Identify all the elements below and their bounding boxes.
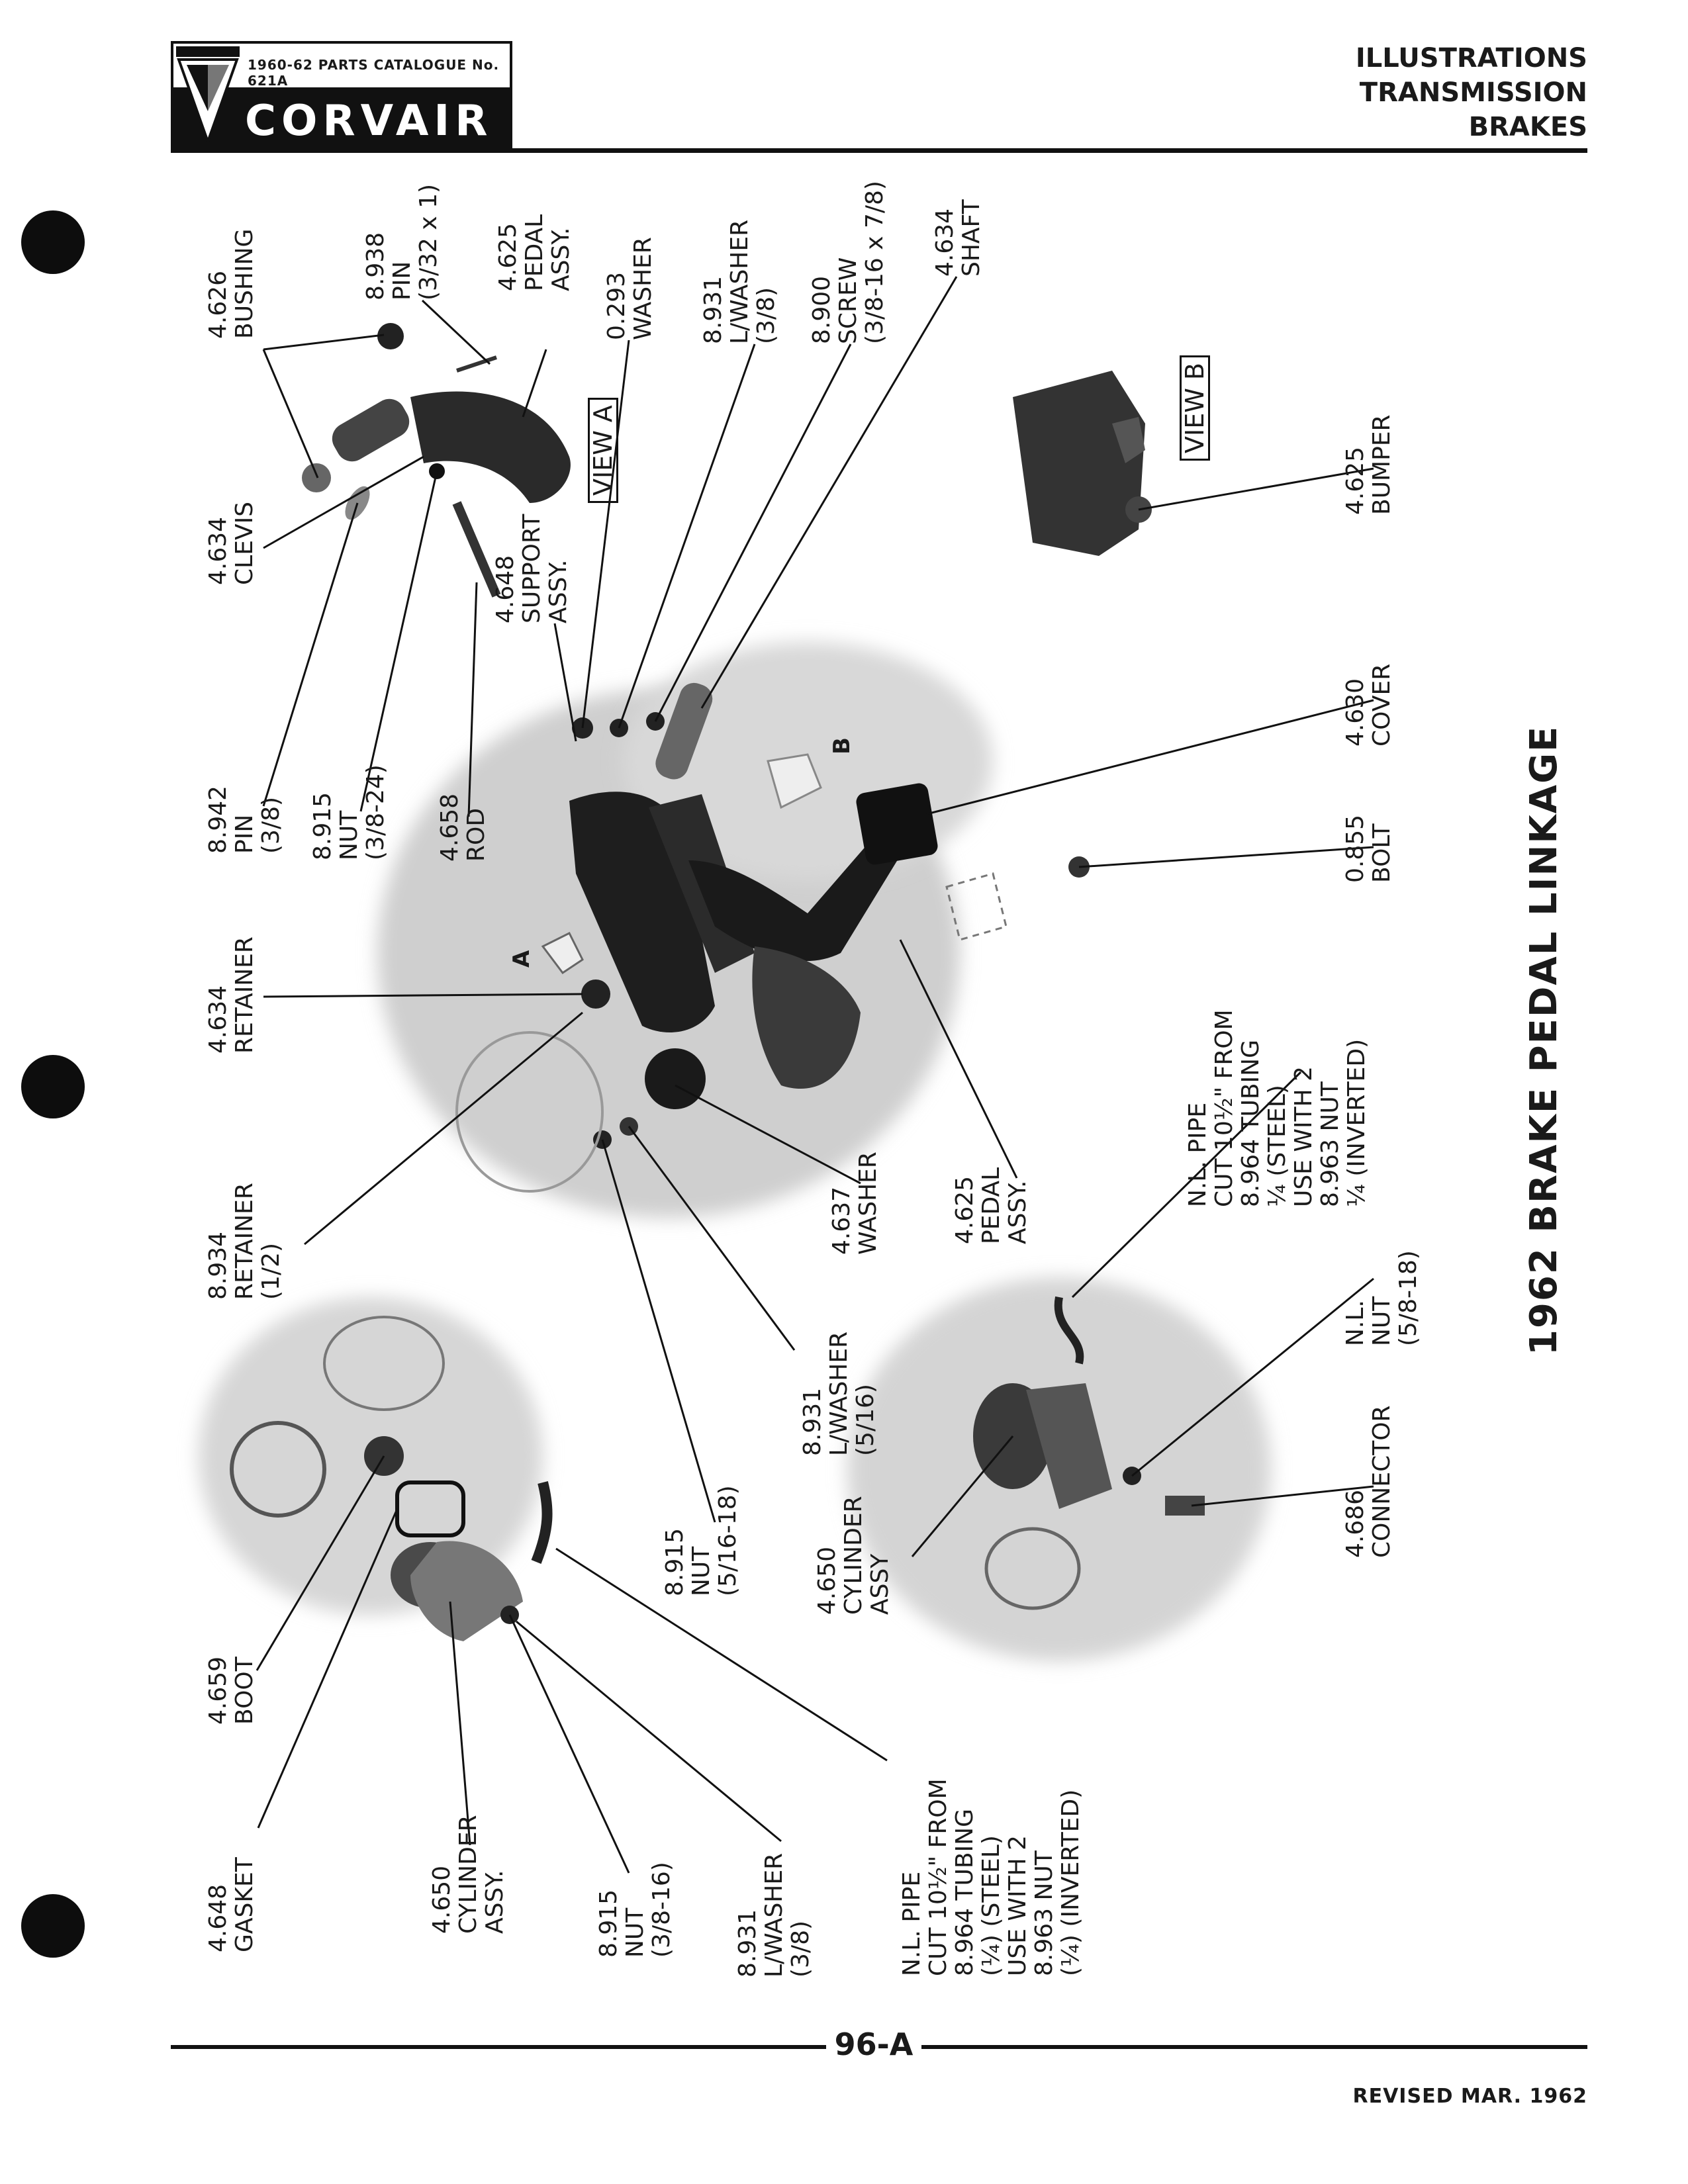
callout-gasket: 4.648 GASKET	[205, 1857, 258, 1952]
header-rule	[171, 148, 1587, 153]
callout-pedal-assy-upper: 4.625 PEDAL ASSY.	[494, 214, 575, 291]
arrow-b-label: B	[829, 737, 855, 754]
arrow-a-label: A	[508, 950, 535, 968]
callout-connector: 4.686 CONNECTOR	[1342, 1405, 1395, 1558]
pedal-view-a-drawing	[302, 323, 571, 598]
callout-screw: 8.900 SCREW (3/8-16 x 7/8)	[808, 181, 888, 344]
callout-bolt: 0.855 BOLT	[1342, 814, 1395, 883]
revision-date: REVISED MAR. 1962	[1352, 2085, 1587, 2108]
brand-name: CORVAIR	[245, 97, 493, 146]
section-line-illustrations: ILLUSTRATIONS	[1355, 43, 1587, 73]
section-line-brakes: BRAKES	[1468, 112, 1587, 142]
callout-pin-942: 8.942 PIN (3/8)	[205, 785, 285, 854]
callout-pipe-right: N.L. PIPE CUT 10½" FROM 8.964 TUBING ¼ (…	[1184, 1009, 1370, 1207]
section-line-transmission: TRANSMISSION	[1359, 77, 1587, 108]
callout-lwasher-upper: 8.931 L/WASHER (3/8)	[700, 219, 780, 344]
callout-cover: 4.630 COVER	[1342, 663, 1395, 747]
page-number: 96-A	[834, 2026, 914, 2062]
callout-shaft: 4.634 SHAFT	[931, 199, 985, 277]
footer-rule-right	[921, 2045, 1587, 2049]
brand-strip: CORVAIR	[171, 90, 512, 151]
main-pedal-drawing	[455, 682, 1090, 1193]
callout-clevis: 4.634 CLEVIS	[205, 501, 258, 585]
view-a-label: VIEW A	[588, 398, 618, 503]
callout-lwasher-516: 8.931 L/WASHER (5/16)	[799, 1331, 879, 1456]
callout-nut-516: 8.915 NUT (5/16-18)	[661, 1485, 741, 1596]
footer-rule-left	[171, 2045, 826, 2049]
callout-boot: 4.659 BOOT	[205, 1656, 258, 1725]
callout-nut-915-upper: 8.915 NUT (3/8-24)	[309, 764, 389, 860]
callout-pipe-left: N.L. PIPE CUT 10½" FROM 8.964 TUBING (¼)…	[898, 1778, 1084, 1976]
callout-washer-637: 4.637 WASHER	[828, 1152, 882, 1255]
left-cylinder-drawing	[230, 1316, 553, 1641]
callout-cylinder-assy-left: 4.650 CYLINDER ASSY.	[428, 1815, 508, 1934]
callout-nut-nl: N.L. NUT (5/8-18)	[1342, 1250, 1422, 1346]
section-heading: ILLUSTRATIONS TRANSMISSION BRAKES	[1356, 41, 1587, 144]
callout-bushing: 4.626 BUSHING	[205, 228, 258, 339]
view-b-label: VIEW B	[1180, 355, 1210, 461]
catalogue-number: 1960-62 PARTS CATALOGUE No. 621A	[248, 57, 500, 89]
diagram-title: 1962 BRAKE PEDAL LINKAGE	[1523, 725, 1566, 1355]
callout-pedal-assy-lower: 4.625 PEDAL ASSY.	[951, 1167, 1031, 1244]
callout-support-assy: 4.648 SUPPORT ASSY.	[492, 514, 572, 623]
callout-retainer-634: 4.634 RETAINER	[205, 936, 258, 1054]
callout-washer-0293: 0.293 WASHER	[603, 237, 657, 340]
callout-cylinder-assy-right: 4.650 CYLINDER ASSY	[814, 1496, 894, 1615]
bumper-view-b-drawing	[1013, 371, 1152, 556]
callout-bumper: 4.625 BUMPER	[1342, 414, 1395, 515]
leader-lines	[256, 276, 1374, 1874]
callout-pin-938: 8.938 PIN (3/32 x 1)	[362, 183, 442, 300]
binder-hole-bottom	[21, 1894, 85, 1958]
callout-lwasher-38: 8.931 L/WASHER (3/8)	[734, 1852, 814, 1978]
callout-retainer-934: 8.934 RETAINER (1/2)	[205, 1183, 285, 1300]
binder-hole-middle	[21, 1055, 85, 1118]
corvair-logo: 1960-62 PARTS CATALOGUE No. 621A CORVAIR	[171, 41, 512, 151]
callout-rod: 4.658 ROD	[436, 793, 490, 862]
binder-hole-top	[21, 210, 85, 274]
callout-nut-38-16: 8.915 NUT (3/8-16)	[595, 1862, 675, 1958]
crest-icon	[176, 46, 240, 144]
